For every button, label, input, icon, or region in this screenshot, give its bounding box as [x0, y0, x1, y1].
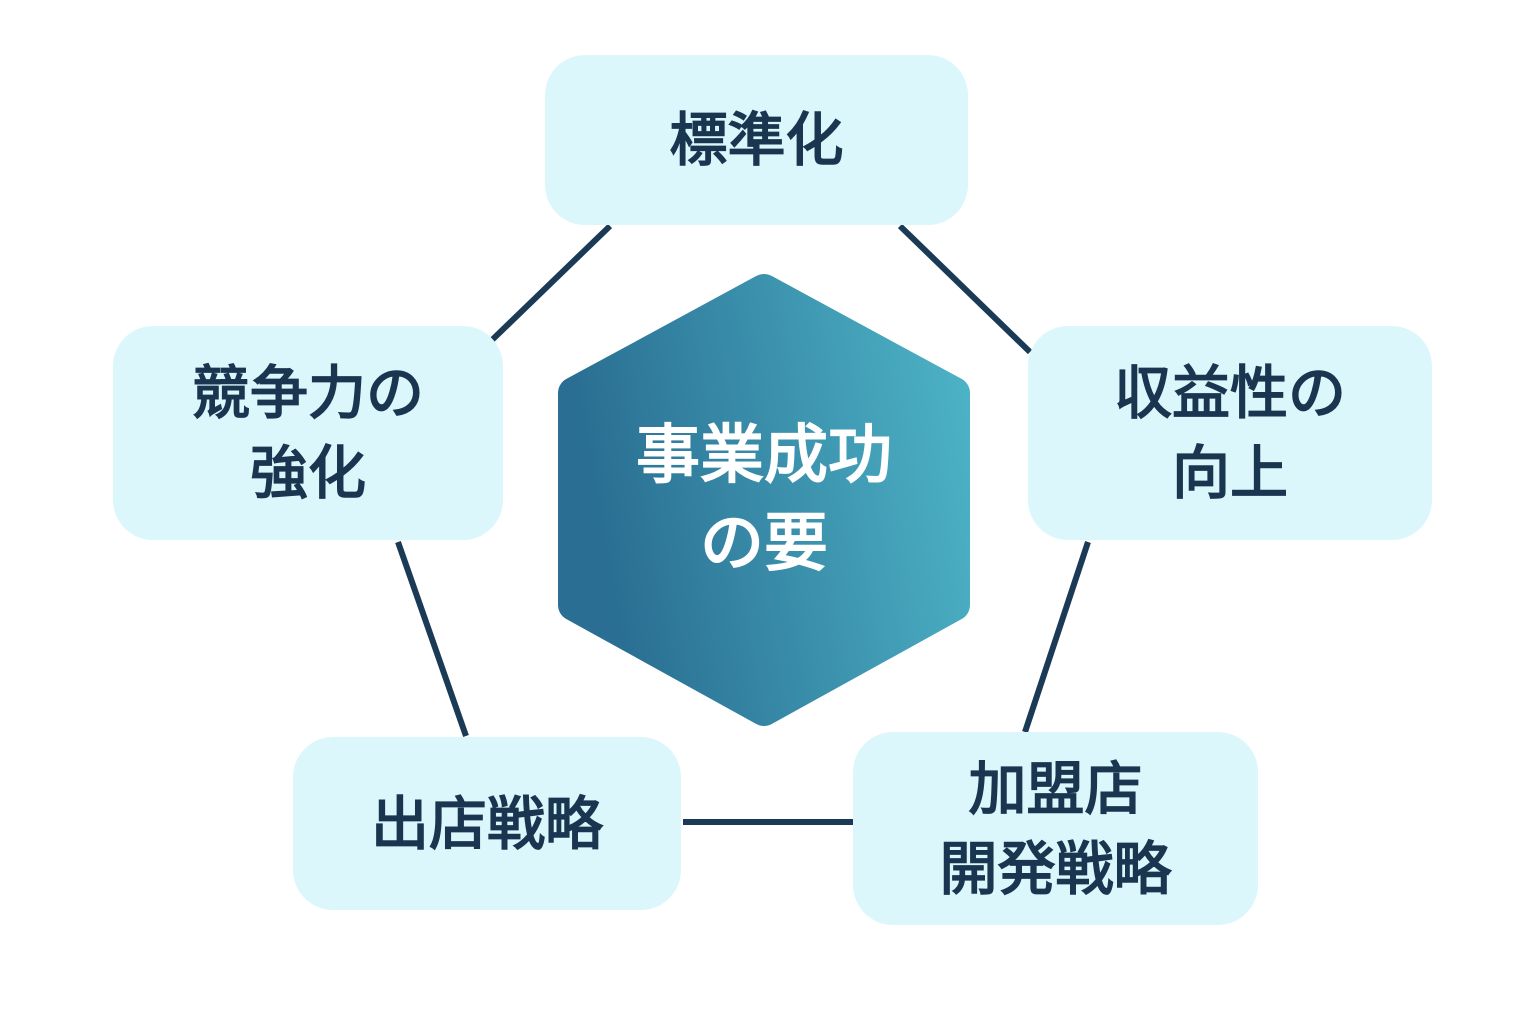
- node-profitability: 収益性の 向上: [1028, 326, 1432, 540]
- connector-left-bottomleft: [395, 541, 469, 737]
- center-hexagon: [558, 274, 970, 726]
- node-label-line-2: 開発戦略: [939, 834, 1172, 903]
- connectors: [395, 223, 1091, 825]
- node-label-line-1: 加盟店: [968, 754, 1143, 823]
- node-label-line-1: 競争力の: [191, 359, 424, 427]
- connector-top-right: [897, 223, 1033, 355]
- node-label: 標準化: [669, 106, 844, 174]
- node-label-line-2: 向上: [1171, 439, 1288, 507]
- node-store-opening-strategy: 出店戦略: [293, 737, 681, 910]
- node-label-line-1: 収益性の: [1113, 359, 1346, 427]
- connector-top-left: [489, 223, 613, 343]
- node-label: 出店戦略: [370, 789, 603, 858]
- node-competitiveness: 競争力の 強化: [113, 326, 503, 540]
- node-label-line-2: 強化: [249, 439, 366, 507]
- connector-right-bottomright: [1022, 541, 1091, 733]
- node-standardization: 標準化: [545, 55, 968, 225]
- center-label: 事業成功 の要: [558, 272, 970, 727]
- center-line-2: の要: [700, 506, 828, 581]
- node-franchise-development: 加盟店 開発戦略: [853, 732, 1258, 925]
- center-line-1: 事業成功: [636, 418, 892, 493]
